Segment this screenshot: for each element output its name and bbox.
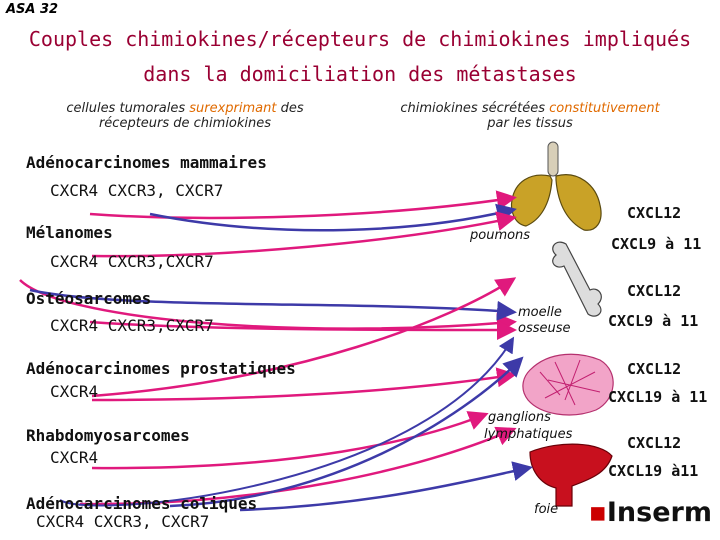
lymph-node-icon bbox=[522, 353, 614, 416]
group-name: Adénocarcinomes mammaires bbox=[26, 153, 267, 172]
arrow-prostate-cxcr4 bbox=[91, 367, 517, 402]
group-name: Adénocarcinomes coliques bbox=[26, 494, 258, 513]
chemokine-label: CXCL9 à 11 bbox=[608, 312, 699, 330]
logo-text: Inserm bbox=[606, 497, 712, 528]
organ-label: osseuse bbox=[518, 321, 571, 336]
arrow-colon-cxcr3-lymph bbox=[169, 356, 524, 508]
organ-label: moelle bbox=[518, 305, 562, 320]
group-name: Rhabdomyosarcomes bbox=[26, 426, 190, 445]
arrow-osteo-cxcr3 bbox=[29, 288, 517, 321]
organ-label: poumons bbox=[470, 228, 531, 243]
arrow-osteo-cxcr4-b bbox=[89, 319, 517, 340]
left-header-text-end: des bbox=[276, 101, 304, 116]
right-header-highlight: constitutivement bbox=[549, 101, 660, 116]
chemokine-label: CXCL12 bbox=[627, 204, 682, 222]
arrow-mammaires-cxcr3 bbox=[149, 203, 517, 232]
group-receptors: CXCR4 bbox=[50, 382, 99, 401]
right-header-line2: par les tissus bbox=[487, 116, 573, 131]
left-header-line2: récepteurs de chimiokines bbox=[98, 116, 272, 131]
group-receptors: CXCR4 CXCR3, CXCR7 bbox=[36, 512, 210, 531]
arrow-colon-cxcr3-liver bbox=[239, 461, 533, 512]
inserm-logo: ▪Inserm bbox=[588, 497, 712, 528]
chemokine-label: CXCL12 bbox=[627, 360, 682, 378]
lungs-icon bbox=[510, 141, 602, 231]
liver-icon bbox=[529, 443, 613, 507]
right-column-header: chimiokines sécrétées constitutivement p… bbox=[380, 101, 680, 131]
bone-icon bbox=[552, 241, 602, 317]
group-name: Mélanomes bbox=[26, 223, 113, 242]
chemokine-label: CXCL19 à11 bbox=[608, 462, 699, 480]
chemokine-label: CXCL9 à 11 bbox=[611, 235, 702, 253]
organ-label: ganglions bbox=[488, 410, 551, 425]
arrow-melanomes-cxcr4 bbox=[91, 211, 517, 258]
group-receptors: CXCR4 CXCR3,CXCR7 bbox=[50, 316, 214, 335]
left-header-highlight: surexprimant bbox=[189, 101, 277, 116]
chemokine-label: CXCL19 à 11 bbox=[608, 388, 708, 406]
right-header-text: chimiokines sécrétées bbox=[400, 101, 550, 116]
arrow-osteo-cxcr4 bbox=[19, 279, 517, 334]
arrow-mammaires-cxcr4 bbox=[89, 190, 517, 220]
organ-label: lymphatiques bbox=[484, 427, 573, 442]
left-header-text: cellules tumorales bbox=[66, 101, 190, 116]
chemokine-label: CXCL12 bbox=[627, 282, 682, 300]
group-name: Adénocarcinomes prostatiques bbox=[26, 359, 296, 378]
group-receptors: CXCR4 bbox=[50, 448, 99, 467]
organ-label: foie bbox=[534, 502, 559, 517]
left-column-header: cellules tumorales surexprimant des réce… bbox=[40, 101, 330, 131]
chemokine-label: CXCL12 bbox=[627, 434, 682, 452]
title-line-1: Couples chimiokines/récepteurs de chimio… bbox=[28, 27, 692, 51]
group-receptors: CXCR4 CXCR3,CXCR7 bbox=[50, 252, 214, 271]
arrow-colon-to-bone bbox=[59, 336, 515, 507]
arrow-rhabdo-cxcr4 bbox=[91, 411, 489, 470]
title-line-2: dans la domiciliation des métastases bbox=[143, 62, 577, 86]
group-name: Ostéosarcomes bbox=[26, 289, 152, 308]
slide-tag: ASA 32 bbox=[6, 2, 59, 17]
arrow-prostate-to-bone bbox=[91, 277, 517, 398]
group-receptors: CXCR4 CXCR3, CXCR7 bbox=[50, 181, 224, 200]
